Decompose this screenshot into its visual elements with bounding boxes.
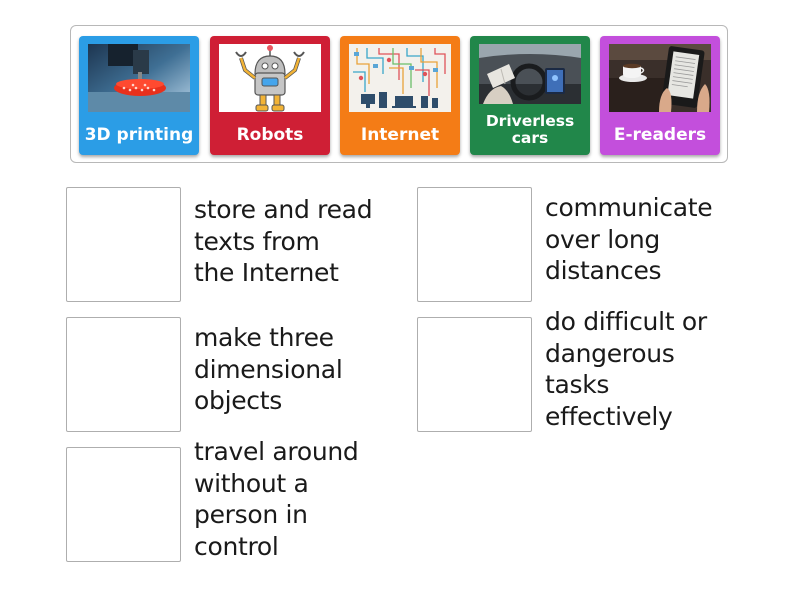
- card-e-readers[interactable]: E-readers: [600, 36, 720, 155]
- drop-zone-2[interactable]: [417, 187, 532, 302]
- description-line: communicate: [545, 193, 713, 222]
- description-line: do difficult or: [545, 307, 707, 336]
- description-line: make three: [194, 323, 334, 352]
- description-line: texts from: [194, 226, 320, 256]
- card-label: Internet: [360, 124, 440, 145]
- card-internet[interactable]: Internet: [340, 36, 460, 155]
- card-label: E-readers: [613, 124, 707, 145]
- description-line: dimensional: [194, 354, 343, 384]
- card-label: 3D printing: [84, 124, 194, 145]
- robot-illustration-icon: [219, 44, 321, 112]
- description-line: without a: [194, 468, 309, 498]
- card-3d-printing[interactable]: 3D printing: [79, 36, 199, 155]
- description-line: tasks: [545, 370, 610, 399]
- description-line: travel around: [194, 437, 359, 466]
- card-label-line: Driverless: [485, 111, 575, 130]
- e-reader-with-coffee-icon: [609, 44, 711, 112]
- 3d-printer-image-icon: [88, 44, 190, 112]
- description-line: store and read: [194, 195, 373, 224]
- description-line: the Internet: [194, 258, 339, 287]
- card-robots[interactable]: Robots: [210, 36, 330, 155]
- drop-zone-4[interactable]: [417, 317, 532, 432]
- description-line: over long: [545, 224, 660, 254]
- description-line: objects: [194, 386, 282, 415]
- drop-zone-5[interactable]: [66, 447, 181, 562]
- target-description-1: store and read texts from the Internet: [194, 194, 394, 289]
- target-description-2: communicate over long distances: [545, 192, 745, 287]
- description-line: effectively: [545, 401, 673, 431]
- drop-zone-1[interactable]: [66, 187, 181, 302]
- description-line: person in: [194, 500, 308, 529]
- target-description-4: do difficult or dangerous tasks effectiv…: [545, 306, 745, 432]
- card-label: Driverless cars: [470, 104, 590, 155]
- card-driverless-cars[interactable]: Driverless cars: [470, 36, 590, 155]
- drop-zone-3[interactable]: [66, 317, 181, 432]
- target-description-5: travel around without a person in contro…: [194, 436, 394, 562]
- description-line: distances: [545, 256, 662, 285]
- card-label-line: cars: [511, 128, 549, 147]
- card-label: Robots: [236, 124, 304, 145]
- network-devices-illustration-icon: [349, 44, 451, 112]
- description-line: dangerous: [545, 338, 675, 368]
- description-line: control: [194, 531, 279, 561]
- target-description-3: make three dimensional objects: [194, 322, 394, 417]
- driverless-car-interior-icon: [479, 44, 581, 104]
